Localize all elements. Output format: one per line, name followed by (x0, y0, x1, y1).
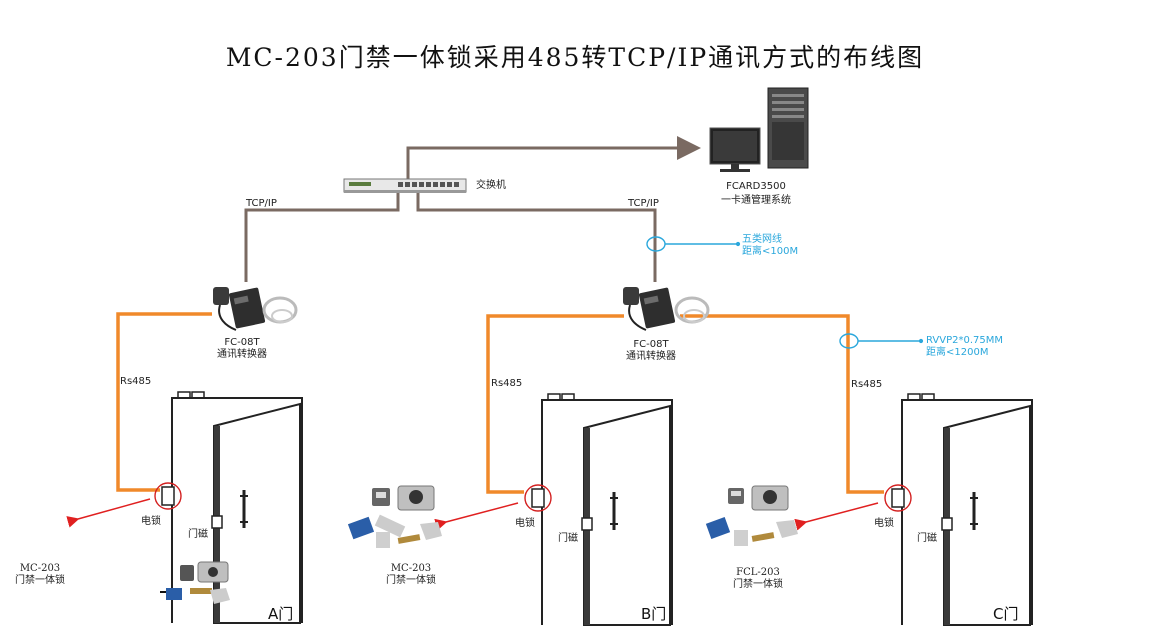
rvvp-label-line2: 距离<1200M (926, 347, 989, 358)
converter-a-desc: 通讯转换器 (217, 349, 267, 360)
door-b-sensor-label: 门磁 (558, 533, 578, 544)
rvvp-label-line1: RVVP2*0.75MM (926, 335, 1003, 346)
door-c-lock-highlight (884, 484, 912, 512)
door-c-lock-label: 电锁 (874, 518, 894, 529)
door-b-frame (541, 399, 673, 625)
cat5-annotation-marker (646, 236, 741, 252)
door-b-hinge-2 (561, 393, 575, 401)
door-a-lock (161, 486, 175, 506)
lock-product-c-icon (705, 485, 798, 546)
door-a-sensor-label: 门磁 (188, 529, 208, 540)
door-c-product-arrow (794, 502, 879, 531)
door-c-product-desc: 门禁一体锁 (733, 579, 783, 590)
converter-b-icon (623, 287, 710, 331)
rs485-label-c: Rs485 (851, 379, 883, 390)
door-c-name: C门 (993, 605, 1019, 623)
door-c-hinge-1 (907, 393, 921, 401)
server-computer-icon (709, 87, 809, 172)
lock-product-a-icon (160, 561, 230, 604)
tcp-lines (244, 136, 701, 282)
door-a-product-desc: 门禁一体锁 (15, 575, 65, 586)
door-c-sensor-label: 门磁 (917, 533, 937, 544)
door-b-lock-label: 电锁 (515, 518, 535, 529)
tcp-line-right (416, 190, 657, 282)
door-a-lock-highlight (154, 482, 182, 510)
rs485-line-a (116, 312, 212, 492)
network-switch-icon (343, 178, 467, 193)
doors-group (66, 391, 1033, 626)
server-desc: 一卡通管理系统 (721, 195, 791, 206)
door-b-product-arrow (434, 502, 519, 531)
door-a-hinge-2 (191, 391, 205, 399)
diagram-title: MC-203门禁一体锁采用485转TCP/IP通讯方式的布线图 (225, 43, 925, 72)
door-a-lock-label: 电锁 (141, 516, 161, 527)
door-a-hinge-1 (177, 391, 191, 399)
rs485-label-a: Rs485 (120, 376, 152, 387)
door-c-sensor (941, 517, 953, 531)
cat5-label-line1: 五类网线 (742, 234, 782, 245)
converter-a-icon (213, 287, 298, 331)
door-c-product-model: FCL-203 (736, 567, 780, 578)
door-a-product-model: MC-203 (19, 563, 61, 574)
door-b-lock (531, 488, 545, 508)
rs485-lines (116, 312, 884, 494)
rs485-line-b (486, 314, 624, 494)
door-b-product-desc: 门禁一体锁 (386, 575, 436, 586)
lock-product-b-icon (347, 485, 442, 548)
tcp-label-right: TCP/IP (628, 198, 659, 209)
door-c-hinge-2 (921, 393, 935, 401)
door-b-sensor (581, 517, 593, 531)
converter-b-desc: 通讯转换器 (626, 351, 676, 362)
door-b-leaf (583, 404, 671, 626)
door-c-lock (891, 488, 905, 508)
tcp-label-left: TCP/IP (246, 198, 277, 209)
door-c-leaf (943, 404, 1031, 626)
tcp-line-left (244, 190, 400, 282)
door-b-name: B门 (641, 605, 667, 623)
cat5-label-line2: 距离<100M (742, 246, 799, 257)
rs485-line-c (680, 314, 884, 494)
converter-b-model: FC-08T (633, 339, 669, 350)
door-a-product-arrow (66, 498, 151, 528)
rvvp-annotation-marker (839, 333, 924, 349)
door-b-product-model: MC-203 (390, 563, 432, 574)
server-name: FCARD3500 (726, 181, 786, 192)
converter-a-model: FC-08T (224, 337, 260, 348)
door-c-frame (901, 399, 1033, 625)
door-a-leaf (213, 402, 301, 624)
rs485-label-b: Rs485 (491, 378, 523, 389)
door-a-name: A门 (268, 605, 294, 623)
door-a-sensor (211, 515, 223, 529)
door-b-hinge-1 (547, 393, 561, 401)
switch-label: 交换机 (476, 180, 506, 191)
door-b-lock-highlight (524, 484, 552, 512)
door-a-frame (171, 397, 303, 623)
switch-to-server-line (406, 136, 701, 182)
